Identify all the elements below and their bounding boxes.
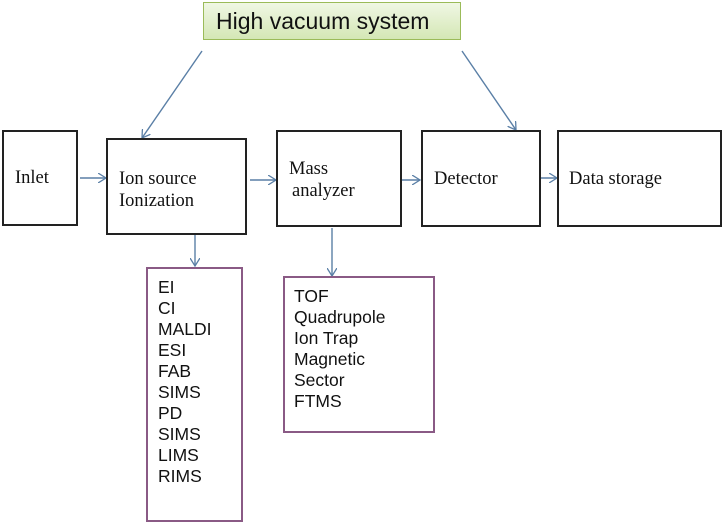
ionization-method-item: EI (158, 277, 175, 297)
high-vacuum-system-box: High vacuum system (203, 2, 461, 40)
arrow-vacuum-to-detector (461, 50, 516, 130)
inlet-label: Inlet (15, 168, 49, 188)
data-storage-box: Data storage (557, 130, 722, 227)
analyzer-type-item: Quadrupole (294, 307, 386, 327)
mass-analyzer-box: Mass analyzer (276, 130, 402, 227)
ionization-method-item: RIMS (158, 466, 202, 486)
inlet-box: Inlet (2, 130, 78, 226)
ionization-method-item: SIMS (158, 382, 201, 402)
analyzer-type-item: Magnetic (294, 349, 366, 369)
analyzer-type-item: Sector (294, 370, 345, 390)
ionization-method-item: FAB (158, 361, 192, 381)
analyzer-type-item: FTMS (294, 391, 342, 411)
ionization-label: Ionization (119, 191, 195, 211)
analyzer-type-item: TOF (294, 286, 329, 306)
analyzer-label: analyzer (292, 181, 355, 201)
ionization-methods-box: EI CI MALDI ESI FAB SIMS PD SIMS LIMS RI… (146, 267, 243, 522)
ion-source-box: Ion source Ionization (106, 138, 247, 235)
detector-label: Detector (434, 168, 498, 189)
arrow-vacuum-to-ion-source (142, 50, 203, 138)
ionization-method-item: MALDI (158, 319, 212, 339)
ionization-method-item: PD (158, 403, 183, 423)
mass-label: Mass (289, 159, 329, 179)
ion-source-label: Ion source (119, 169, 197, 189)
data-storage-label: Data storage (569, 168, 662, 189)
ionization-method-item: CI (158, 298, 176, 318)
high-vacuum-system-label: High vacuum system (216, 7, 430, 34)
analyzer-types-box: TOF Quadrupole Ion Trap Magnetic Sector … (283, 276, 435, 433)
ionization-method-item: ESI (158, 340, 187, 360)
ionization-method-item: LIMS (158, 445, 199, 465)
detector-box: Detector (421, 130, 541, 227)
analyzer-type-item: Ion Trap (294, 328, 359, 348)
ionization-method-item: SIMS (158, 424, 201, 444)
